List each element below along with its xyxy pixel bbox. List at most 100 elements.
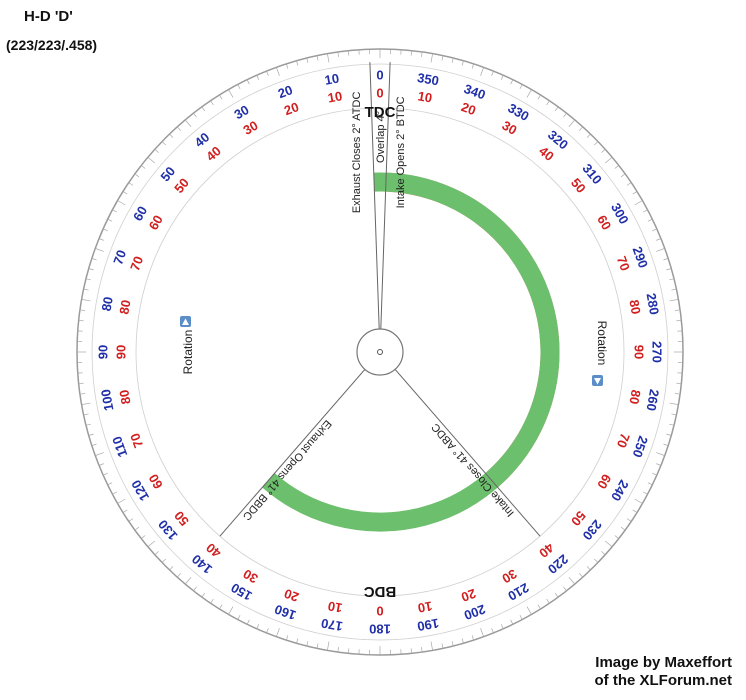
degree-tick	[107, 218, 113, 222]
degree-tick	[652, 472, 657, 476]
degree-tick	[219, 94, 223, 100]
degree-tick	[586, 566, 591, 571]
credit-author: Image by Maxeffort	[595, 654, 732, 671]
tdc-bdc-degree-number: 10	[327, 88, 344, 105]
crank-degree-number: 30	[231, 102, 251, 122]
degree-tick	[266, 70, 269, 76]
degree-tick	[441, 55, 444, 61]
degree-tick	[666, 433, 672, 436]
crank-degree-number: 100	[98, 388, 117, 412]
degree-tick	[337, 647, 339, 653]
tdc-bdc-degree-number: 90	[632, 345, 647, 359]
tdc-bdc-degree-number: 80	[116, 389, 133, 406]
degree-tick	[510, 79, 514, 85]
tdc-bdc-degree-number: 10	[417, 88, 434, 105]
degree-tick	[410, 50, 413, 56]
degree-tick	[201, 592, 206, 598]
degree-tick	[614, 535, 619, 539]
degree-tick	[128, 518, 134, 522]
tdc-bdc-degree-number: 60	[146, 471, 166, 491]
crank-degree-number: 70	[110, 248, 129, 267]
exhaust-closes-line	[369, 62, 380, 330]
degree-tick	[675, 393, 681, 395]
degree-tick	[112, 491, 118, 495]
degree-tick	[676, 382, 682, 385]
crank-degree-number: 180	[369, 622, 391, 637]
crank-degree-number: 250	[630, 434, 652, 460]
degree-tick	[669, 299, 679, 302]
tdc-bdc-degree-number: 90	[114, 345, 129, 359]
tdc-bdc-degree-number: 70	[127, 431, 146, 450]
tdc-label: TDC	[365, 104, 396, 121]
degree-tick	[184, 576, 192, 585]
tdc-bdc-degree-number: 10	[417, 598, 434, 615]
degree-tick	[519, 614, 523, 620]
tdc-bdc-degree-number: 80	[116, 299, 133, 316]
degree-tick	[98, 463, 104, 466]
degree-tick	[656, 463, 662, 466]
tdc-bdc-degree-number: 70	[127, 254, 146, 273]
degree-tick	[546, 100, 550, 106]
degree-tick	[147, 156, 156, 164]
crank-degree-number: 60	[130, 203, 150, 223]
degree-tick	[78, 382, 84, 385]
degree-tick	[421, 647, 423, 653]
degree-tick	[327, 641, 330, 651]
degree-tick	[568, 576, 576, 585]
degree-tick	[306, 57, 309, 63]
degree-tick	[642, 209, 648, 213]
tdc-bdc-degree-number: 10	[327, 598, 344, 615]
degree-tick	[347, 50, 350, 56]
degree-tick	[634, 498, 643, 504]
degree-tick	[669, 402, 679, 405]
tdc-bdc-degree-number: 20	[282, 99, 301, 118]
degree-tick	[421, 51, 423, 57]
degree-tick	[122, 509, 128, 513]
degree-tick	[219, 604, 223, 610]
degree-tick	[81, 299, 91, 302]
degree-tick	[676, 319, 682, 322]
degree-tick	[161, 141, 166, 146]
crank-degree-number: 0	[376, 68, 383, 83]
degree-tick	[546, 598, 550, 604]
degree-tick	[91, 258, 97, 261]
credit-forum: of the XLForum.net	[594, 672, 733, 689]
wheel-inner-ring	[135, 107, 625, 597]
degree-tick	[228, 89, 234, 98]
tdc-bdc-degree-number: 80	[626, 299, 643, 316]
degree-tick	[632, 509, 638, 513]
degree-tick	[675, 309, 681, 311]
degree-tick	[461, 60, 464, 66]
degree-tick	[85, 423, 91, 426]
degree-tick	[95, 452, 104, 456]
degree-tick	[176, 126, 181, 131]
degree-tick	[337, 51, 339, 57]
title-block: H-D 'D' (223/223/.458)	[6, 8, 97, 53]
rotation-label-left: Rotation	[181, 330, 195, 375]
degree-tick	[510, 619, 514, 625]
degree-tick	[461, 638, 464, 644]
degree-tick	[563, 586, 567, 591]
tdc-bdc-degree-number: 0	[376, 86, 383, 101]
degree-tick	[246, 79, 250, 85]
degree-tick	[471, 635, 474, 641]
engine-title: H-D 'D'	[24, 8, 73, 25]
degree-tick	[626, 182, 632, 186]
degree-tick	[117, 498, 126, 504]
tdc-bdc-degree-number: 20	[459, 586, 478, 605]
degree-tick	[563, 113, 567, 118]
rotation-indicator-left: Rotation	[180, 316, 195, 374]
tdc-bdc-degree-number: 30	[499, 566, 519, 586]
degree-tick	[620, 526, 626, 531]
degree-tick	[594, 141, 599, 146]
arrow-up-icon	[182, 318, 189, 325]
degree-tick	[594, 558, 599, 563]
degree-tick	[81, 402, 91, 405]
degree-tick	[169, 133, 174, 138]
degree-tick	[134, 173, 140, 178]
crank-degree-number: 80	[99, 295, 116, 312]
exhaust-opens-line	[219, 351, 381, 537]
crank-degree-number: 200	[462, 602, 488, 624]
degree-tick	[256, 624, 260, 629]
